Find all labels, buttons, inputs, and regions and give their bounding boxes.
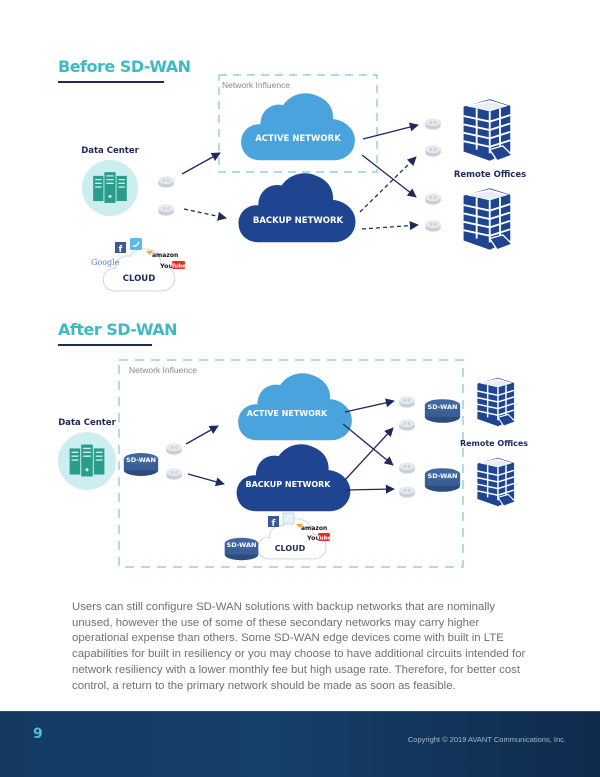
remote-office-building-icon (476, 377, 517, 427)
active-network-label: ACTIVE NETWORK (247, 409, 328, 418)
after-sdwan-diagram: Network Influence ACTIVE NETWORK BACKUP … (58, 359, 528, 568)
dashed-arrow-backup-to-office2 (361, 221, 419, 231)
before-section-title: Before SD-WAN (58, 57, 191, 76)
before-title-underline (58, 81, 164, 83)
arrow-active-to-office1 (362, 122, 419, 140)
before-sdwan-diagram: Network Influence ACTIVE NETWORK BACKUP … (81, 74, 526, 292)
facebook-logo-icon (115, 242, 126, 253)
router-icon (398, 462, 416, 474)
youtube-logo-icon: You (159, 262, 174, 270)
remote-offices-label: Remote Offices (460, 439, 528, 448)
arrow-active-to-office2 (342, 423, 394, 466)
dashed-arrow-backup-to-office1 (359, 156, 417, 213)
svg-text:amazon: amazon (301, 525, 327, 532)
body-paragraph: Users can still configure SD-WAN solutio… (72, 601, 526, 692)
svg-text:amazon: amazon (152, 252, 178, 259)
arrow-to-active (185, 425, 219, 445)
page-number: 9 (33, 726, 43, 742)
data-center-label: Data Center (81, 146, 139, 156)
twitter-logo-icon (282, 512, 295, 525)
page-footer: 9 Copyright © 2019 AVANT Communications,… (0, 711, 600, 777)
after-title-underline (58, 344, 152, 346)
arrow-to-active (181, 152, 221, 175)
svg-text:f: f (119, 245, 123, 255)
router-icon (165, 443, 183, 455)
router-icon (398, 419, 416, 431)
remote-offices-label: Remote Offices (454, 170, 526, 180)
twitter-logo-icon (130, 238, 142, 250)
remote-office-building-icon (476, 457, 517, 507)
network-influence-box (118, 359, 464, 568)
cloud-label: CLOUD (123, 274, 156, 284)
arrow-backup-to-office2 (344, 484, 395, 494)
data-center-label: Data Center (58, 418, 116, 428)
active-network-cloud (238, 373, 352, 441)
sdwan-label: SD-WAN (428, 472, 458, 480)
amazon-logo-icon (296, 524, 303, 528)
svg-text:f: f (272, 519, 276, 529)
network-influence-label: Network Influence (129, 365, 197, 375)
sdwan-label: SD-WAN (126, 456, 156, 464)
sdwan-label: SD-WAN (428, 403, 458, 411)
arrow-active-to-office2 (361, 154, 417, 198)
network-influence-label: Network Influence (222, 80, 290, 90)
facebook-logo-icon (268, 516, 279, 527)
svg-text:Tube: Tube (171, 264, 186, 270)
arrow-to-backup (187, 473, 225, 487)
svg-text:Tube: Tube (317, 536, 332, 542)
active-network-label: ACTIVE NETWORK (255, 134, 341, 144)
data-center-icon (58, 432, 116, 490)
youtube-logo-icon: You (306, 534, 321, 542)
router-icon (398, 486, 416, 498)
backup-network-cloud (236, 444, 351, 512)
amazon-logo-icon (146, 251, 153, 255)
google-logo-icon: Google (91, 258, 120, 267)
dashed-arrow-to-backup (183, 208, 227, 221)
arrow-active-to-office1 (344, 398, 395, 413)
backup-network-label: BACKUP NETWORK (253, 216, 344, 226)
sdwan-label: SD-WAN (227, 541, 257, 549)
router-icon (398, 396, 416, 408)
router-icon (165, 468, 183, 480)
cloud-label: CLOUD (275, 544, 306, 553)
backup-network-label: BACKUP NETWORK (246, 480, 332, 489)
arrow-backup-to-office1 (344, 427, 394, 481)
after-section-title: After SD-WAN (58, 320, 178, 339)
copyright-text: Copyright © 2019 AVANT Communications, I… (407, 735, 566, 744)
